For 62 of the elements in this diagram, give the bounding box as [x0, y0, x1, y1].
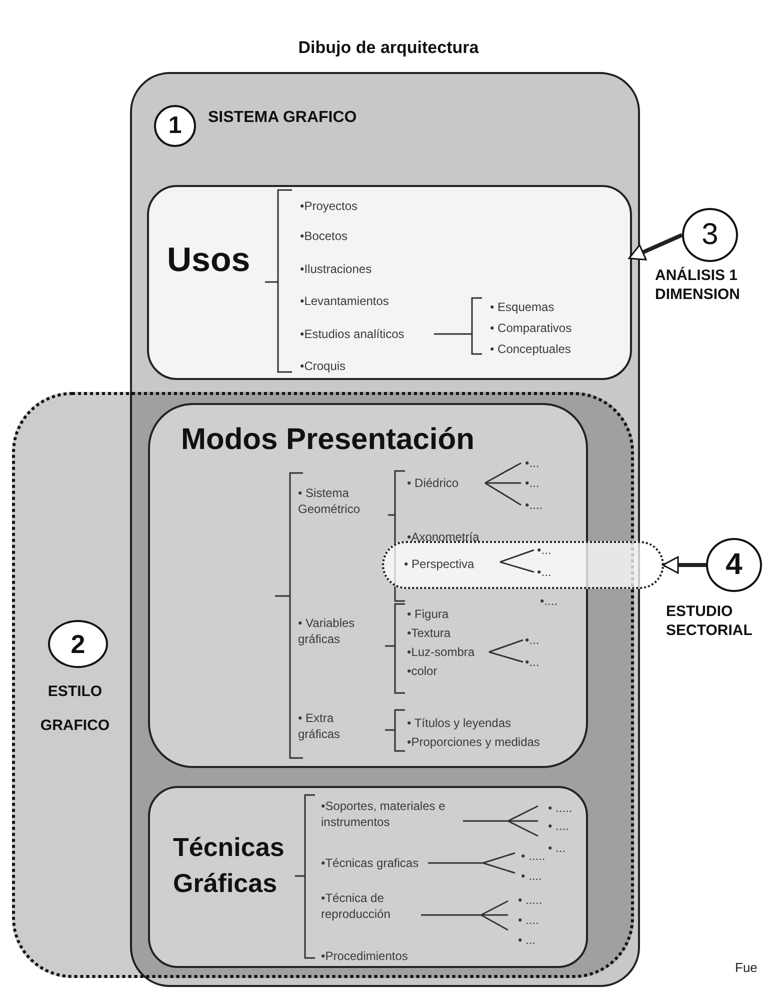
list-item: • Títulos y leyendas	[407, 715, 512, 731]
ellipsis-item: •...	[525, 455, 540, 471]
list-item: • Esquemas	[490, 299, 554, 315]
arrow	[628, 233, 683, 260]
region-heading: ESTILO GRAFICO	[39, 682, 111, 736]
list-item: •Estudios analíticos	[300, 326, 404, 342]
list-item: • Diédrico	[407, 475, 459, 491]
circle-number: 4	[724, 547, 744, 583]
rounded-panel	[148, 403, 588, 768]
ellipsis-item: •...	[537, 542, 552, 558]
ellipsis-item: • .....	[548, 800, 572, 816]
circle-caption: ANÁLISIS 1 DIMENSION	[655, 266, 742, 304]
panel-heading: SISTEMA GRAFICO	[208, 108, 357, 128]
list-item: •Axonometría	[407, 529, 480, 545]
list-item: •color	[407, 663, 438, 679]
ellipsis-item: •...	[525, 654, 540, 670]
ellipsis-item: •....	[525, 497, 543, 513]
list-item: •Bocetos	[300, 228, 348, 244]
list-item: •Soportes, materiales e instrumentos	[321, 798, 446, 830]
list-item: •Levantamientos	[300, 293, 389, 309]
list-item: •Proporciones y medidas	[407, 734, 540, 750]
ellipsis-item: • .....	[521, 848, 546, 864]
number-circle	[154, 105, 196, 147]
list-item: • Comparativos	[490, 320, 572, 336]
panel-heading: Modos Presentación	[181, 422, 474, 458]
dotted-region	[12, 392, 634, 978]
ellipsis-item: •...	[525, 475, 540, 491]
circle-number: 1	[167, 111, 183, 141]
circle-number: 2	[70, 628, 86, 661]
list-item: • Extra gráficas	[298, 710, 342, 742]
ellipsis-item: • ....	[548, 818, 569, 834]
list-item: • Sistema Geométrico	[298, 485, 362, 517]
list-item: • Variables gráficas	[298, 615, 356, 647]
list-item: •Técnicas graficas	[321, 855, 419, 871]
ellipsis-item: • ...	[518, 932, 536, 948]
list-item: • Conceptuales	[490, 341, 571, 357]
ellipsis-item: •...	[525, 632, 540, 648]
ellipsis-item: •...	[537, 564, 552, 580]
arrow	[662, 556, 706, 574]
list-item: • Figura	[407, 606, 449, 622]
list-item: •Ilustraciones	[300, 261, 372, 277]
list-item: •Proyectos	[300, 198, 358, 214]
ellipsis-item: • ...	[548, 840, 566, 856]
highlight-band	[382, 541, 664, 589]
list-item: •Textura	[407, 625, 451, 641]
ellipsis-item: • .....	[518, 892, 542, 908]
ellipsis-item: • ....	[521, 868, 542, 884]
rounded-panel	[147, 185, 632, 380]
list-item: • Perspectiva	[404, 556, 474, 572]
rounded-panel	[148, 786, 588, 968]
ellipsis-item: • ....	[518, 912, 539, 928]
list-item: •Luz-sombra	[407, 644, 475, 660]
list-item: •Técnica de reproducción	[321, 890, 392, 922]
diagram-title: Dibujo de arquitectura	[297, 38, 480, 58]
list-item: •Procedimientos	[321, 948, 408, 964]
source-note: Fue	[735, 960, 758, 975]
circle-caption: ESTUDIO SECTORIAL	[666, 602, 754, 640]
ellipsis-item: •....	[540, 593, 558, 609]
panel-heading: Usos	[167, 240, 250, 280]
circle-number: 3	[700, 217, 720, 253]
panel-heading: Técnicas Gráficas	[173, 831, 286, 900]
list-item: •Croquis	[300, 358, 346, 374]
